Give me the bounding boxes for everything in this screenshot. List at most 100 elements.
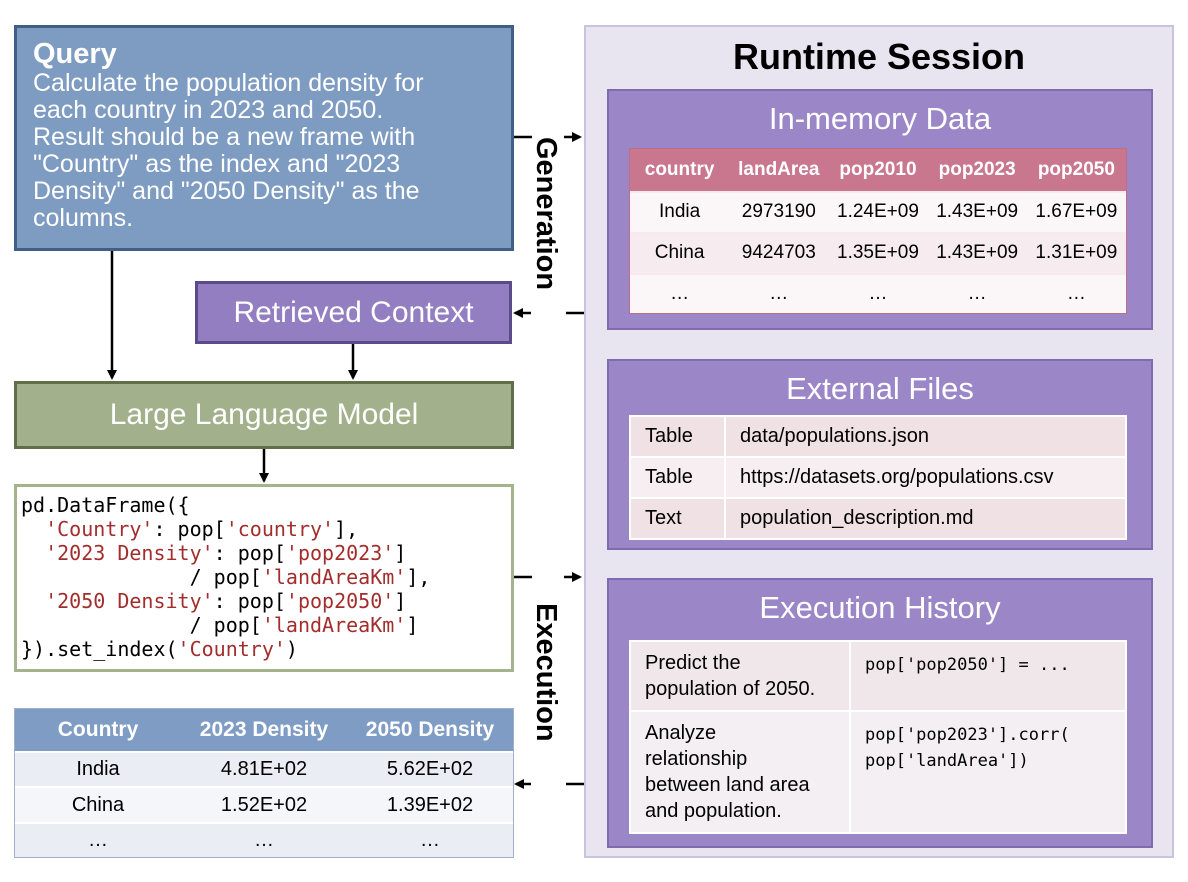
- code-string: 'pop2023': [285, 541, 395, 565]
- table-cell: 1.67E+09: [1026, 191, 1126, 233]
- query-title: Query: [33, 38, 117, 70]
- in-memory-header-cell: pop2023: [927, 149, 1027, 192]
- table-cell: …: [630, 272, 730, 313]
- code-string: 'landAreaKm': [261, 565, 407, 589]
- table-row: Predict the population of 2050. pop['pop…: [629, 640, 1127, 712]
- result-header-row: Country 2023 Density 2050 Density: [15, 709, 513, 752]
- external-files-title: External Files: [786, 371, 974, 406]
- code-string: 'landAreaKm': [261, 613, 407, 637]
- code-line: pd.DataFrame({: [21, 493, 511, 517]
- table-row: Table data/populations.json: [629, 415, 1127, 458]
- code-token: [21, 541, 45, 565]
- table-row: Table https://datasets.org/populations.c…: [629, 456, 1127, 499]
- code-line: }).set_index('Country'): [21, 637, 511, 661]
- result-header-cell: 2023 Density: [181, 709, 347, 752]
- code-line: '2023 Density': pop['pop2023']: [21, 541, 511, 565]
- file-type-cell: Table: [629, 456, 726, 499]
- table-cell: …: [15, 821, 181, 857]
- file-type-cell: Text: [629, 497, 726, 540]
- generation-label: Generation: [530, 137, 562, 291]
- code-string: '2050 Density': [45, 589, 214, 613]
- in-memory-data-title: In-memory Data: [768, 101, 992, 136]
- code-line: 'Country': pop['country'],: [21, 517, 511, 541]
- execution-history-title: Execution History: [759, 590, 1001, 625]
- table-cell: 1.43E+09: [927, 231, 1027, 274]
- code-token: : pop[: [213, 541, 286, 565]
- generated-code-block: pd.DataFrame({ 'Country': pop['country']…: [14, 484, 514, 672]
- table-cell: 1.52E+02: [181, 786, 347, 823]
- in-memory-header-cell: landArea: [729, 149, 829, 192]
- table-row: India 4.81E+02 5.62E+02: [15, 750, 513, 788]
- runtime-session-title: Runtime Session: [732, 36, 1026, 77]
- code-token: : pop[: [153, 517, 226, 541]
- table-cell: 2973190: [729, 191, 829, 233]
- table-cell: China: [630, 231, 730, 274]
- table-cell: …: [347, 821, 513, 857]
- file-type-cell: Table: [629, 415, 726, 458]
- in-memory-header-row: country landArea pop2010 pop2023 pop2050: [630, 149, 1126, 192]
- code-token: / pop[: [21, 613, 262, 637]
- code-token: [21, 589, 45, 613]
- in-memory-header-cell: pop2010: [828, 149, 928, 192]
- code-token: ): [285, 637, 298, 661]
- table-cell: 1.24E+09: [828, 191, 928, 233]
- table-cell: India: [15, 750, 181, 788]
- table-row: … … … … …: [630, 272, 1126, 313]
- table-row: Text population_description.md: [629, 497, 1127, 540]
- file-path-cell: data/populations.json: [724, 415, 1127, 458]
- external-files-table: Table data/populations.json Table https:…: [629, 415, 1127, 540]
- table-cell: …: [181, 821, 347, 857]
- result-header-cell: Country: [15, 709, 181, 752]
- table-cell: 1.39E+02: [347, 786, 513, 823]
- table-row: Analyze relationship between land area a…: [629, 710, 1127, 834]
- table-cell: 1.43E+09: [927, 191, 1027, 233]
- code-token: ]: [394, 589, 407, 613]
- code-token: / pop[: [21, 565, 262, 589]
- query-line: Density" and "2050 Density" as the: [33, 177, 420, 205]
- code-token: ],: [334, 517, 359, 541]
- file-path-cell: https://datasets.org/populations.csv: [724, 456, 1127, 499]
- table-row: India 2973190 1.24E+09 1.43E+09 1.67E+09: [630, 191, 1126, 233]
- code-string: 'Country': [45, 517, 154, 541]
- in-memory-header-cell: pop2050: [1026, 149, 1126, 192]
- table-cell: China: [15, 786, 181, 823]
- history-code-cell: pop['pop2023'].corr( pop['landArea']): [849, 710, 1127, 834]
- code-token: : pop[: [213, 589, 286, 613]
- table-cell: …: [1026, 272, 1126, 313]
- code-line: '2050 Density': pop['pop2050']: [21, 589, 511, 613]
- result-table: Country 2023 Density 2050 Density India …: [14, 708, 514, 858]
- query-line: Calculate the population density for: [33, 69, 424, 97]
- code-token: ]: [394, 541, 407, 565]
- table-cell: 4.81E+02: [181, 750, 347, 788]
- code-token: [21, 517, 45, 541]
- in-memory-header-cell: country: [630, 149, 730, 192]
- code-line: / pop['landAreaKm'],: [21, 565, 511, 589]
- table-cell: 1.35E+09: [828, 231, 928, 274]
- execution-history-table: Predict the population of 2050. pop['pop…: [629, 640, 1127, 834]
- table-cell: 5.62E+02: [347, 750, 513, 788]
- code-line: / pop['landAreaKm']: [21, 613, 511, 637]
- code-string: 'Country': [177, 637, 286, 661]
- query-line: Result should be a new frame with: [33, 123, 416, 151]
- history-description-cell: Analyze relationship between land area a…: [629, 710, 851, 834]
- query-box: Query Calculate the population density f…: [14, 25, 514, 251]
- execution-label: Execution: [530, 603, 562, 742]
- table-row: … … …: [15, 821, 513, 857]
- code-token: ]: [406, 613, 419, 637]
- table-row: China 1.52E+02 1.39E+02: [15, 786, 513, 823]
- table-cell: …: [828, 272, 928, 313]
- query-line: columns.: [33, 204, 134, 232]
- result-header-cell: 2050 Density: [347, 709, 513, 752]
- table-cell: India: [630, 191, 730, 233]
- query-text: Calculate the population density for eac…: [33, 70, 495, 232]
- code-token: }).set_index(: [21, 637, 178, 661]
- code-string: 'pop2050': [285, 589, 395, 613]
- code-token: pd.DataFrame({: [21, 493, 190, 517]
- code-token: ],: [406, 565, 431, 589]
- table-cell: …: [729, 272, 829, 313]
- table-cell: …: [927, 272, 1027, 313]
- in-memory-data-table: country landArea pop2010 pop2023 pop2050…: [629, 148, 1127, 314]
- large-language-model-box: Large Language Model: [14, 381, 514, 449]
- history-code-cell: pop['pop2050'] = ...: [849, 640, 1127, 712]
